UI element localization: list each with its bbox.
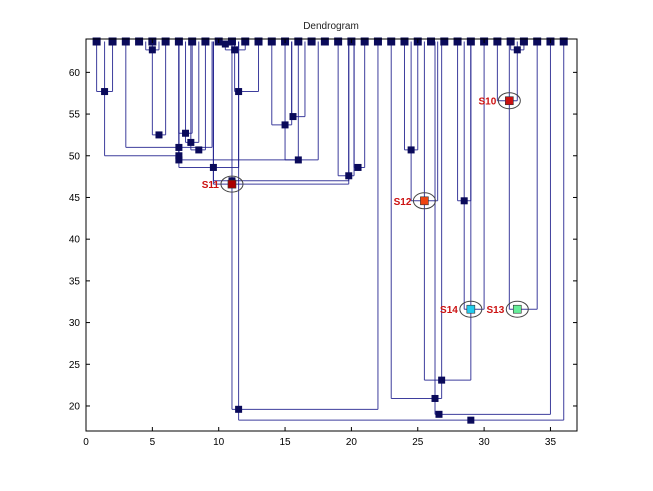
leaf-marker-30 bbox=[493, 37, 502, 46]
node-marker-11 bbox=[294, 156, 302, 164]
y-tick-label-35: 35 bbox=[69, 276, 81, 287]
dendrogram-link-29 bbox=[231, 41, 379, 410]
x-tick-label-35: 35 bbox=[545, 437, 557, 448]
node-marker-31 bbox=[467, 416, 475, 424]
node-marker-0 bbox=[101, 88, 109, 96]
leaf-marker-3 bbox=[135, 37, 144, 46]
node-marker-12 bbox=[345, 172, 353, 180]
highlight-ring-S12 bbox=[412, 192, 436, 210]
leaf-marker-10 bbox=[227, 37, 236, 46]
highlight-ring-S10 bbox=[497, 92, 521, 110]
leaf-marker-0 bbox=[92, 37, 101, 46]
highlight-label-S10: S10 bbox=[479, 97, 497, 108]
highlight-label-S13: S13 bbox=[486, 305, 504, 316]
highlight-label-S11: S11 bbox=[202, 180, 220, 191]
leaf-marker-13 bbox=[267, 37, 276, 46]
leaf-marker-28 bbox=[466, 37, 475, 46]
node-marker-3 bbox=[182, 129, 190, 137]
leaf-marker-27 bbox=[453, 37, 462, 46]
node-marker-24 bbox=[438, 376, 446, 384]
y-tick-label-45: 45 bbox=[69, 193, 81, 204]
x-tick-label-10: 10 bbox=[213, 437, 225, 448]
node-marker-6 bbox=[221, 40, 229, 48]
node-marker-4 bbox=[187, 138, 195, 146]
node-marker-9 bbox=[281, 121, 289, 129]
chart-title: Dendrogram bbox=[303, 21, 359, 32]
node-marker-1 bbox=[148, 46, 156, 54]
x-tick-label-15: 15 bbox=[279, 437, 291, 448]
x-tick-label-30: 30 bbox=[479, 437, 491, 448]
highlight-ring-S13 bbox=[505, 300, 529, 318]
y-tick-label-30: 30 bbox=[69, 318, 81, 329]
axes-frame bbox=[85, 38, 578, 432]
leaf-marker-25 bbox=[427, 37, 436, 46]
node-marker-25 bbox=[431, 394, 439, 402]
node-marker-5 bbox=[195, 146, 203, 154]
leaf-marker-26 bbox=[440, 37, 449, 46]
leaf-marker-22 bbox=[387, 37, 396, 46]
y-tick-label-55: 55 bbox=[69, 110, 81, 121]
leaf-marker-1 bbox=[108, 37, 117, 46]
highlight-label-S14: S14 bbox=[440, 305, 458, 316]
node-marker-16 bbox=[175, 156, 183, 164]
dendrogram-link-31 bbox=[238, 41, 565, 421]
highlight-ring-S14 bbox=[459, 300, 483, 318]
x-tick-label-25: 25 bbox=[412, 437, 424, 448]
node-marker-2 bbox=[155, 131, 163, 139]
node-marker-10 bbox=[289, 113, 297, 121]
x-tick-label-20: 20 bbox=[346, 437, 358, 448]
node-marker-22 bbox=[460, 197, 468, 205]
y-tick-label-50: 50 bbox=[69, 151, 81, 162]
leaf-marker-20 bbox=[360, 37, 369, 46]
highlight-label-S12: S12 bbox=[394, 197, 412, 208]
leaf-marker-8 bbox=[201, 37, 210, 46]
y-tick-label-25: 25 bbox=[69, 360, 81, 371]
node-marker-26 bbox=[513, 46, 521, 54]
x-tick-label-5: 5 bbox=[150, 437, 156, 448]
leaf-marker-23 bbox=[400, 37, 409, 46]
y-tick-label-20: 20 bbox=[69, 401, 81, 412]
node-marker-14 bbox=[175, 143, 183, 151]
node-marker-15 bbox=[175, 152, 183, 160]
dendrogram-nodes bbox=[92, 37, 568, 424]
highlight-marker-S11 bbox=[227, 179, 237, 189]
dendrogram-link-30 bbox=[434, 41, 551, 415]
dendrogram-link-24 bbox=[423, 41, 472, 381]
leaf-marker-31 bbox=[506, 37, 515, 46]
node-marker-13 bbox=[354, 163, 362, 171]
leaf-marker-11 bbox=[241, 37, 250, 46]
node-marker-20 bbox=[407, 146, 415, 154]
y-tick-label-60: 60 bbox=[69, 68, 81, 79]
leaf-marker-35 bbox=[559, 37, 568, 46]
highlight-marker-S13 bbox=[512, 304, 522, 314]
node-marker-29 bbox=[235, 405, 243, 413]
x-tick-label-0: 0 bbox=[83, 437, 89, 448]
x-axis: 0 5 10 15 20 25 30 35 bbox=[83, 39, 556, 448]
highlight-marker-S12 bbox=[420, 196, 429, 206]
node-marker-7 bbox=[231, 46, 239, 54]
leaf-marker-2 bbox=[121, 37, 130, 46]
leaf-marker-7 bbox=[188, 37, 197, 46]
leaf-marker-17 bbox=[320, 37, 329, 46]
highlight-marker-S14 bbox=[466, 304, 476, 314]
leaf-marker-16 bbox=[307, 37, 316, 46]
y-axis: 20 25 30 35 40 45 50 55 60 bbox=[69, 68, 577, 412]
highlight-ring-S11 bbox=[220, 175, 244, 193]
node-marker-8 bbox=[235, 88, 243, 96]
node-marker-30 bbox=[435, 410, 443, 418]
highlight-marker-S10 bbox=[505, 96, 514, 106]
leaf-marker-32 bbox=[519, 37, 528, 46]
leaf-marker-18 bbox=[334, 37, 343, 46]
leaf-marker-5 bbox=[161, 37, 170, 46]
leaf-marker-15 bbox=[294, 37, 303, 46]
y-tick-label-40: 40 bbox=[69, 235, 81, 246]
leaf-marker-33 bbox=[533, 37, 542, 46]
leaf-marker-21 bbox=[373, 37, 382, 46]
node-marker-17 bbox=[209, 163, 217, 171]
leaf-marker-6 bbox=[174, 37, 183, 46]
leaf-marker-12 bbox=[254, 37, 263, 46]
